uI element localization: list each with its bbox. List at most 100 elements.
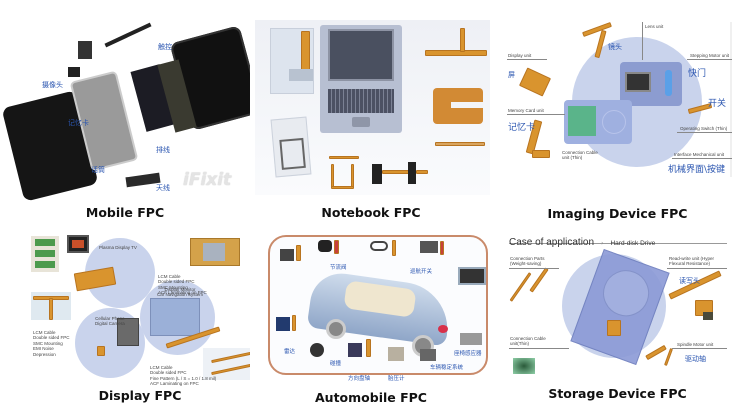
- label-smc-2: SMC Mounting: [33, 340, 63, 346]
- storage-header: Case of application › Hard-disk Drive: [509, 230, 727, 248]
- label-lens-unit: Lens unit: [645, 24, 664, 29]
- fpc-photo-3: [325, 150, 363, 195]
- label-cn-shutter: 快门: [688, 69, 707, 79]
- sensor-throttle: [280, 249, 294, 261]
- label-connection-cable: Connection Cable unit (Thin): [562, 150, 598, 161]
- label-double-sided: Double sided FPC: [158, 279, 195, 285]
- connection-part-fpc-2: [529, 267, 549, 293]
- sensor-knock: [310, 343, 324, 357]
- leader-spindle: [672, 348, 727, 349]
- notebook-fpc-panel: Notebook FPC: [250, 0, 492, 230]
- car-tail-light: [438, 325, 448, 333]
- storage-device-fpc-caption: Storage Device FPC: [548, 386, 687, 401]
- label-display-unit: Display unit: [508, 53, 532, 58]
- phone-fpc: [97, 346, 105, 356]
- leader-read-write: [667, 268, 727, 269]
- label-cn-throttle: 节流阀: [330, 265, 347, 271]
- hdd-inner-fpc: [607, 320, 621, 336]
- label-operating-switch: Operating Switch (Thin): [680, 126, 728, 131]
- sensor-throttle-fpc: [296, 245, 301, 261]
- label-cn-lens: 镜头: [608, 43, 622, 51]
- display-fpc-caption: Display FPC: [98, 388, 182, 403]
- lcm-photo-right-bottom: [203, 348, 250, 380]
- display-fpc-panel: Plasma Display TV LCM Cable Double sided…: [0, 230, 250, 418]
- spindle-fpc-1: [645, 344, 667, 361]
- label-read-write-unit: Read-write unit (Hyper Flexural Resistan…: [669, 256, 715, 267]
- spindle-fpc-2: [664, 348, 673, 366]
- label-connection-cable-unit: Connection Cable unit(Thin): [510, 336, 546, 347]
- sensor-crash: [348, 343, 362, 357]
- leader-interface: [672, 158, 732, 159]
- camera-body-front: [564, 100, 632, 144]
- imaging-image: Lens unit Display unit Stepping Motor un…: [502, 22, 732, 177]
- car-nav-screen: [150, 298, 200, 336]
- leader-switch: [677, 132, 732, 133]
- fpc-c-shape: [433, 88, 483, 124]
- label-acf-2: ACF Laminating on FPC: [150, 381, 199, 387]
- label-display-monitor: Display Monitor: [164, 287, 196, 292]
- ifixit-watermark: iFixit: [183, 170, 232, 190]
- sensor-steering-fpc: [334, 240, 339, 254]
- sensor-radar-fpc: [292, 315, 296, 331]
- fpc-cable-top-right-v: [460, 28, 465, 52]
- label-acf: ACF Laminating on FPC: [158, 290, 207, 296]
- label-cn-memory-card: 记忆卡: [508, 123, 536, 133]
- notebook-fpc-caption: Notebook FPC: [321, 205, 421, 220]
- lcm-photo-left: [31, 292, 71, 320]
- label-cn-crash: 碰撞: [330, 361, 342, 367]
- mobile-image: 摄像头 触控 记忆卡 排线 话筒 天线 iFixit: [1, 22, 250, 202]
- label-car-navigation: Car Navigation System: [157, 292, 204, 298]
- car-wheel-front: [326, 319, 346, 339]
- camera-module: [68, 67, 80, 77]
- storage-header-sep: ›: [599, 240, 606, 247]
- label-lcm-cable-2: LCM Cable: [33, 330, 56, 335]
- laptop-screen: [328, 29, 394, 81]
- label-double-sided-3: Double sided FPC: [150, 370, 187, 376]
- label-cn-drive-shaft: 驱动轴: [685, 355, 706, 363]
- fpc-branch: [435, 142, 485, 146]
- lcm-photo-right-top: [190, 238, 240, 266]
- automobile-fpc-panel: 节流阀 巡航开关 雷达 碰撞 方向盘轴 胎压计 座椅感应器 车辆稳定系统 Aut…: [250, 230, 492, 418]
- display-image: Plasma Display TV LCM Cable Double sided…: [25, 230, 250, 386]
- label-lcm-2: LCM Cable Double sided FPC SMC Mounting …: [33, 330, 70, 357]
- label-connection-parts: Connection Parts (Weight-saving): [510, 256, 545, 267]
- sensor-steering: [318, 240, 332, 252]
- label-memory-card-unit: Memory Card unit: [508, 108, 544, 113]
- notebook-image: [255, 20, 490, 195]
- small-display: [67, 235, 89, 253]
- flat-panel-display: [458, 267, 486, 285]
- read-write-head: [703, 312, 713, 320]
- sensor-cruise-fpc: [392, 240, 396, 256]
- sensor-passenger: [460, 333, 482, 345]
- mobile-fpc-panel: 摄像头 触控 记忆卡 排线 话筒 天线 iFixit Mobile FPC: [0, 0, 250, 230]
- sensor-acc: [420, 241, 438, 253]
- connection-part-fpc-1: [509, 272, 532, 302]
- label-antenna: 天线: [156, 184, 170, 192]
- label-plasma-tv: Plasma Display TV: [99, 245, 137, 250]
- label-lcm-cable: LCM Cable: [158, 274, 181, 279]
- label-flex: 排线: [156, 146, 170, 154]
- label-car-nav: Display Monitor Car Navigation System: [157, 287, 203, 298]
- storage-image: Case of application › Hard-disk Drive Co…: [507, 230, 727, 380]
- label-cn-steering: 方向盘轴: [348, 376, 371, 382]
- leader-lens: [642, 22, 643, 60]
- label-cn-tire: 胎压计: [388, 376, 405, 382]
- green-boards: [31, 236, 59, 272]
- memory-card-fpc-2: [532, 150, 550, 158]
- storage-device-fpc-panel: Case of application › Hard-disk Drive Co…: [492, 230, 743, 418]
- top-flex-cable: [104, 22, 152, 48]
- label-spindle-motor: Spindle Motor unit: [677, 342, 714, 347]
- connection-cable-photo: [513, 358, 535, 374]
- imaging-device-fpc-panel: Lens unit Display unit Stepping Motor un…: [492, 0, 743, 230]
- label-cn-interface: 机械界面\按键: [668, 165, 726, 175]
- label-lcm-cable-3: LCM Cable: [150, 365, 173, 370]
- label-cn-vsc: 车辆稳定系统: [430, 365, 464, 371]
- sensor-cruise: [370, 241, 388, 251]
- label-lcm-1: LCM Cable Double sided FPC SMC Mounting …: [158, 274, 207, 296]
- label-cn-seat: 座椅感应器: [454, 351, 482, 357]
- label-digital-camera: Digital Camera: [95, 321, 125, 327]
- laptop-keyboard: [328, 89, 394, 113]
- label-depression: Depression: [33, 351, 56, 357]
- label-double-sided-2: Double sided FPC: [33, 335, 70, 341]
- imaging-device-fpc-caption: Imaging Device FPC: [547, 206, 688, 221]
